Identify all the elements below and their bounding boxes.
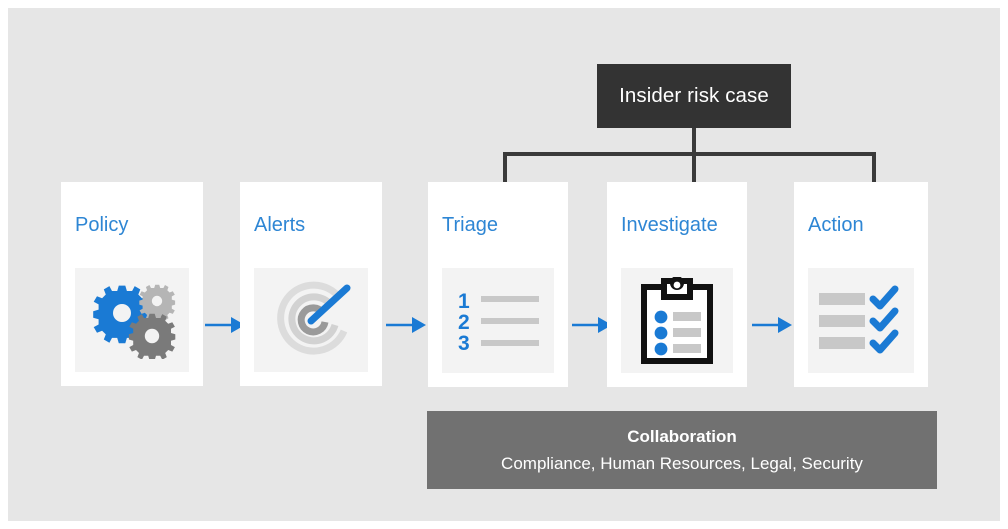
stage-card-policy[interactable]: Policy xyxy=(61,182,203,386)
stage-title-alerts: Alerts xyxy=(254,214,306,236)
checkmark-list-icon xyxy=(819,285,899,353)
stage-card-investigate[interactable]: Investigate xyxy=(607,182,747,387)
stage-icon-panel-investigate xyxy=(621,268,733,373)
stage-title-action: Action xyxy=(808,214,864,236)
triage-number-2: 2 xyxy=(458,311,470,334)
stage-icon-panel-triage: 1 2 3 xyxy=(442,268,554,373)
stage-title-triage: Triage xyxy=(442,214,498,236)
clipboard-checklist-icon xyxy=(641,276,713,364)
arrow-right-icon-triage-to-investigate xyxy=(572,317,612,333)
stage-title-policy: Policy xyxy=(75,214,129,236)
triage-number-3: 3 xyxy=(458,332,470,355)
stage-icon-panel-action xyxy=(808,268,914,373)
arrow-right-icon-alerts-to-triage xyxy=(386,317,426,333)
insider-risk-case-label: Insider risk case xyxy=(619,84,769,107)
collaboration-title: Collaboration xyxy=(627,426,737,446)
stage-card-action[interactable]: Action xyxy=(794,182,928,387)
stage-title-investigate: Investigate xyxy=(621,214,718,236)
gears-icon xyxy=(93,284,176,359)
numbered-list-icon: 1 2 3 xyxy=(458,290,539,355)
diagram-canvas: Insider risk case Policy xyxy=(8,8,1000,521)
radar-target-icon xyxy=(277,281,351,355)
collaboration-subtitle: Compliance, Human Resources, Legal, Secu… xyxy=(501,453,863,473)
stage-icon-panel-alerts xyxy=(254,268,368,372)
triage-number-1: 1 xyxy=(458,290,470,313)
arrow-right-icon-investigate-to-action xyxy=(752,317,792,333)
arrow-right-icon-policy-to-alerts xyxy=(205,317,245,333)
stage-card-alerts[interactable]: Alerts xyxy=(240,182,382,386)
stage-icon-panel-policy xyxy=(75,268,189,372)
insider-risk-case-box: Insider risk case xyxy=(597,64,791,128)
stage-card-triage[interactable]: Triage 1 2 3 xyxy=(428,182,568,387)
collaboration-banner: Collaboration Compliance, Human Resource… xyxy=(427,411,937,489)
